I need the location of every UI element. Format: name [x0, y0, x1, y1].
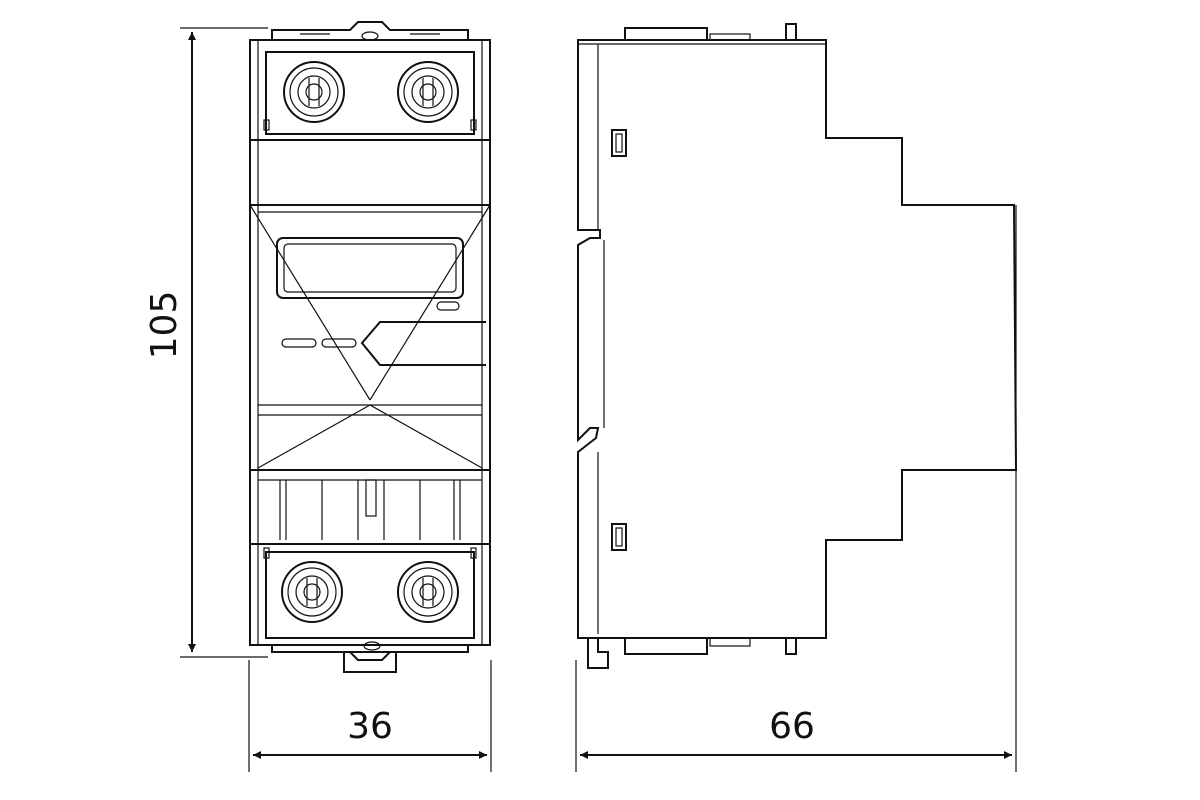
side-slot-upper — [611, 129, 627, 157]
height-label: 105 — [144, 291, 185, 360]
panel-diagonal-1 — [249, 204, 371, 401]
terminal-screw-icon — [283, 61, 345, 123]
top-clip-hole — [361, 31, 379, 41]
front-width-dimension: 36 — [248, 660, 492, 772]
panel-lower-diagonal-1 — [257, 404, 371, 469]
side-top-step — [709, 33, 751, 41]
top-clip — [271, 21, 469, 40]
panel-diagonal-2 — [369, 204, 491, 401]
side-bottom-pin — [785, 637, 797, 655]
din-rail-latch — [343, 651, 397, 673]
bottom-terminal-tab-right — [470, 547, 477, 559]
display-window — [276, 237, 464, 299]
side-top-terminal — [624, 27, 708, 41]
side-slot-upper-inner — [615, 133, 623, 153]
side-depth-label: 66 — [769, 706, 815, 747]
front-body-outline — [249, 39, 491, 646]
bottom-clip — [271, 645, 469, 661]
indicator-slot-1 — [281, 338, 317, 348]
top-terminal-block — [265, 51, 475, 135]
terminal-screw-icon — [281, 561, 343, 623]
front-width-label: 36 — [347, 706, 393, 747]
side-din-latch — [587, 638, 609, 669]
display-window-inner — [283, 243, 457, 293]
bottom-clip-hole — [363, 641, 381, 651]
indicator-led — [436, 301, 460, 311]
top-terminal-tab-right — [470, 119, 477, 131]
side-slot-lower — [611, 523, 627, 551]
panel-lower-diagonal-2 — [369, 404, 483, 469]
side-bottom-terminal — [624, 637, 708, 655]
toggle-lever — [360, 321, 486, 366]
side-depth-dimension: 66 — [575, 205, 1017, 772]
bottom-terminal-tab-left — [263, 547, 270, 559]
side-body-outline — [577, 39, 1018, 639]
lower-center-clip — [365, 479, 377, 517]
side-top-pin — [785, 23, 797, 41]
terminal-screw-icon — [397, 561, 459, 623]
height-dimension: 105 — [144, 27, 268, 658]
top-terminal-tab-left — [263, 119, 270, 131]
side-bottom-step — [709, 637, 751, 647]
bottom-terminal-block — [265, 551, 475, 639]
front-view — [249, 21, 491, 673]
terminal-screw-icon — [397, 61, 459, 123]
side-view — [577, 23, 1018, 669]
side-slot-lower-inner — [615, 527, 623, 547]
indicator-slot-2 — [321, 338, 357, 348]
